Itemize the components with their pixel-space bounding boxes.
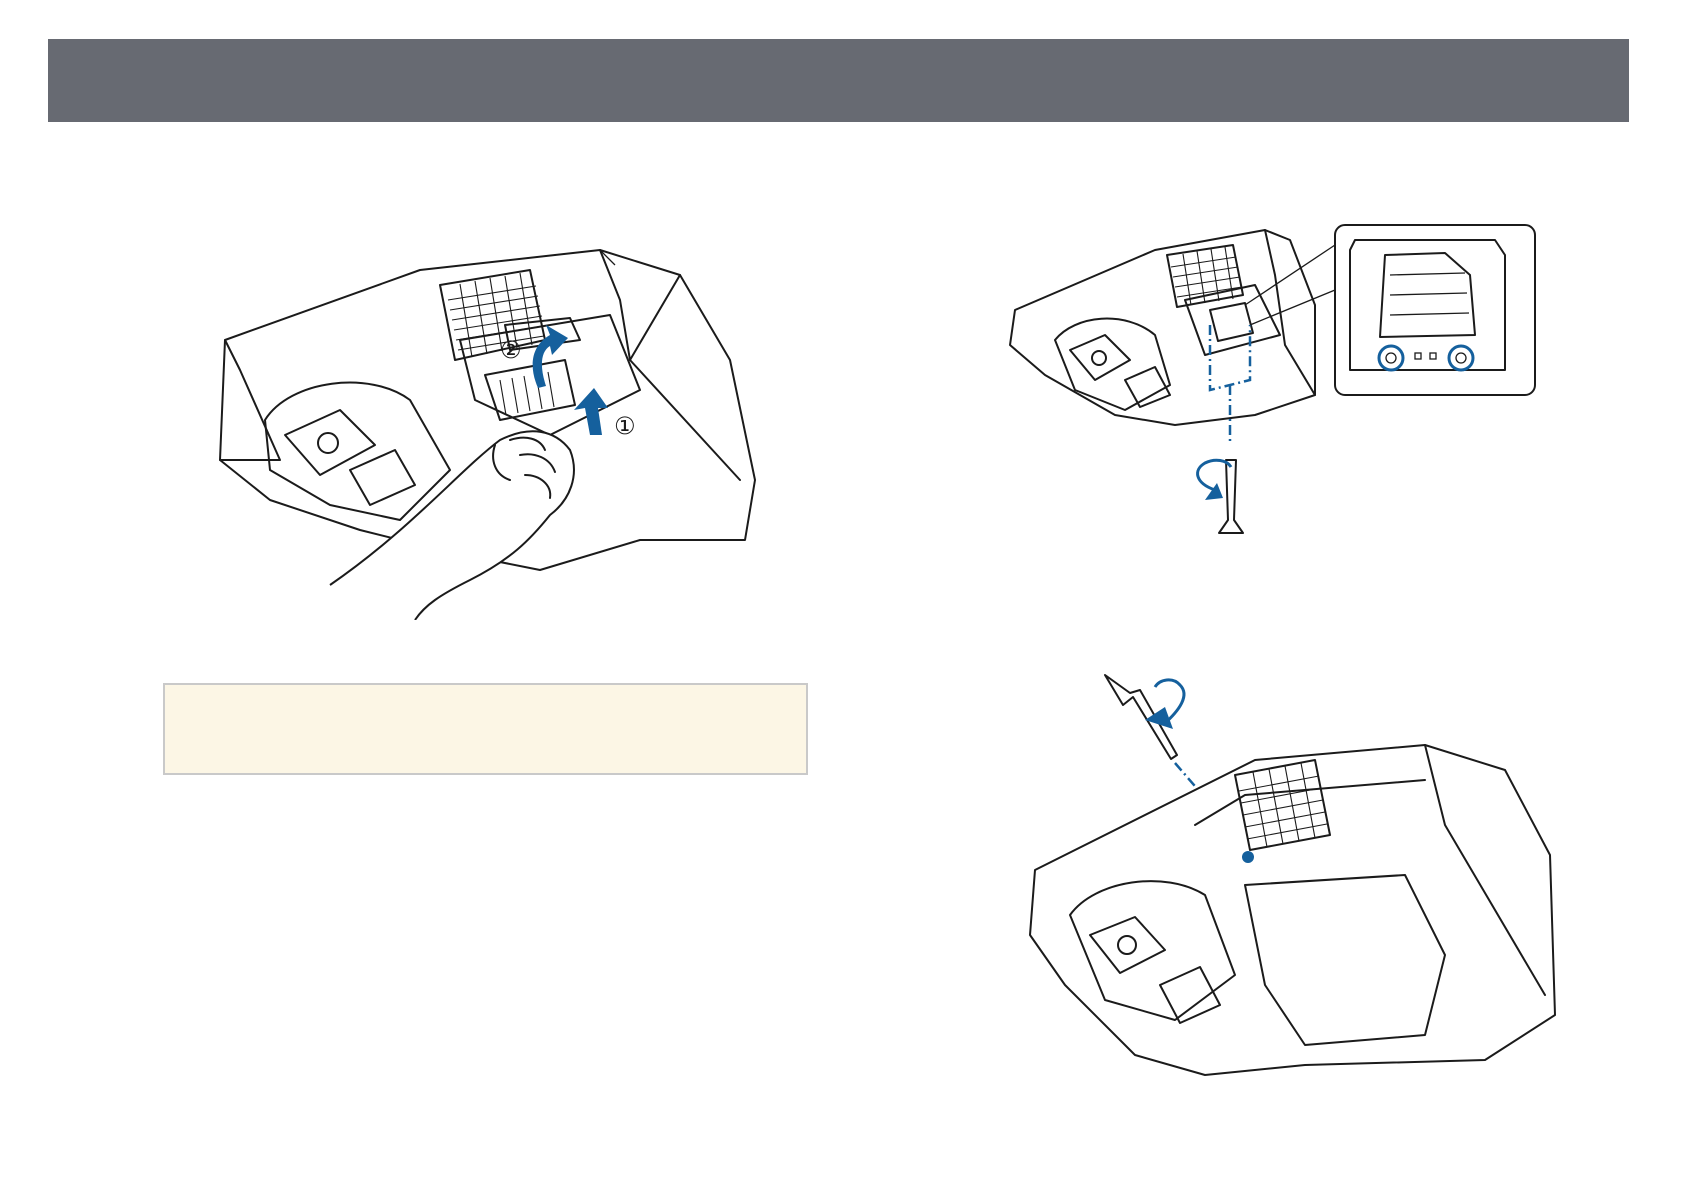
release-lamp-illustration: ② ① [210,240,770,620]
step-marker-1: ① [614,412,636,440]
note-box [163,683,808,775]
screw-hole-marker [1242,851,1254,863]
loosen-screws-illustration [1005,215,1565,545]
header-bar [48,39,1629,122]
tighten-screw-illustration [1005,655,1565,1085]
tighten-arrow [1145,680,1184,729]
step-marker-2: ② [500,336,522,364]
screw-detail-inset [1335,225,1535,395]
screwdriver [1219,460,1243,533]
